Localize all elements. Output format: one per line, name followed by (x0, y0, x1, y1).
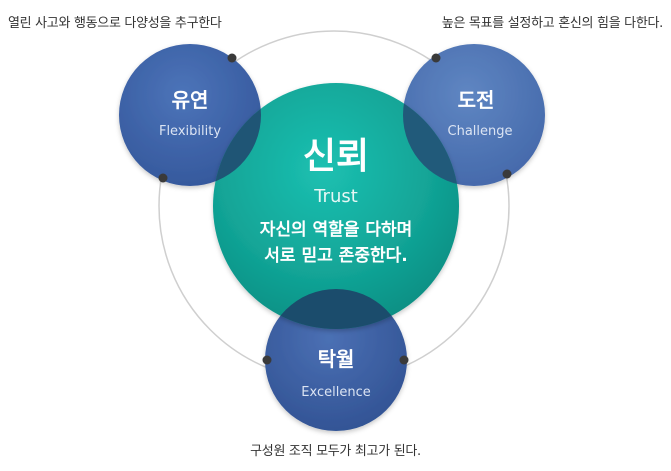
excellence-title: 탁월 (318, 347, 355, 371)
trust-description-line-1: 자신의 역할을 다하며 (260, 220, 413, 240)
trust-description-line-2: 서로 믿고 존중한다. (264, 246, 407, 266)
flexibility-subtitle: Flexibility (159, 124, 221, 139)
trust-subtitle: Trust (313, 186, 358, 207)
flexibility-title: 유연 (172, 88, 209, 112)
challenge-subtitle: Challenge (448, 124, 513, 139)
circle-trust (213, 83, 459, 329)
ring-dot (502, 169, 512, 179)
challenge-title: 도전 (458, 88, 495, 112)
excellence-subtitle: Excellence (301, 385, 370, 400)
circle-excellence (265, 289, 407, 431)
caption-flexibility: 열린 사고와 행동으로 다양성을 추구한다 (8, 16, 222, 31)
trust-title: 신뢰 (303, 136, 369, 177)
ring-dot (399, 355, 409, 365)
ring-dot (431, 53, 441, 63)
circle-flexibility (119, 44, 261, 186)
caption-challenge: 높은 목표를 설정하고 혼신의 힘을 다한다. (441, 16, 664, 31)
ring-dot (158, 173, 168, 183)
caption-excellence: 구성원 조직 모두가 최고가 된다. (250, 444, 421, 459)
ring-dot (262, 355, 272, 365)
overlap-challenge (403, 83, 459, 186)
ring-dot (227, 53, 237, 63)
